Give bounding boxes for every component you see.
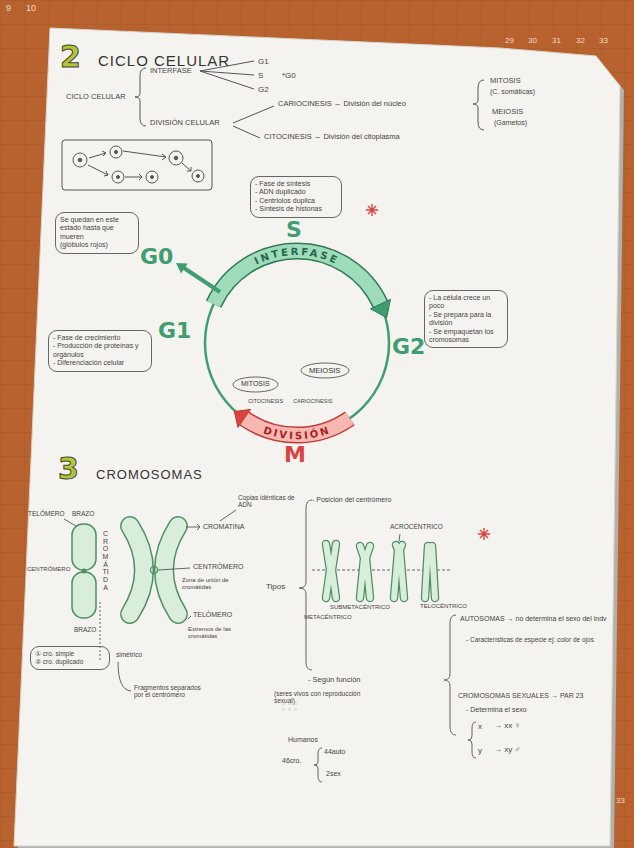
section-number: 3 (58, 454, 79, 484)
box-text: - Se empaquetan los cromosomas (429, 328, 503, 345)
box-text: ② cro. duplicado (35, 658, 105, 666)
note-label: - Según función (308, 676, 361, 685)
part-label: CENTRÓMERO (27, 566, 70, 573)
note-label: Fragmentos separados por el centrómero (134, 684, 212, 699)
note-label: Zona de unión de cromátidas (182, 577, 238, 591)
tree-note: (C. somáticas) (490, 88, 535, 96)
ruler-number: 33 (616, 796, 625, 805)
oval-label: MITOSIS (232, 376, 279, 393)
arc-label: CITOCINESIS (248, 398, 283, 404)
part-label: TELÓMERO (193, 611, 232, 619)
note-label: y (478, 746, 482, 755)
part-label: BRAZO (72, 510, 94, 517)
note-label: → xx ♀ (494, 721, 520, 730)
callout-box: - La célula crece un poco- Se prepara pa… (424, 290, 508, 348)
tree-label: MITOSIS (490, 77, 521, 86)
phase-label: G1 (258, 57, 269, 66)
box-text: - Síntesis de histonas (255, 205, 337, 213)
legend-box: ① cro. simple② cro. duplicado (30, 646, 110, 670)
ruler-number: 32 (576, 36, 585, 45)
note-label: → xy ♂ (494, 745, 520, 754)
phase-letter: G2 (392, 336, 425, 358)
note-label: (seres vivos con reproducción sexual) (274, 690, 362, 705)
phase-letter: G1 (158, 320, 191, 342)
phase-label: G2 (258, 85, 269, 94)
ruler-number: 10 (26, 3, 36, 13)
ruler-number: 9 (6, 3, 11, 13)
tree-label: MEIOSIS (492, 108, 523, 117)
box-text: - Diferenciación celular (53, 359, 147, 367)
note-label: 2sex (326, 770, 341, 778)
tree-label: CICLO CELULAR (66, 93, 126, 102)
group-label: Tipos (266, 582, 285, 591)
tree-label: DIVISIÓN CELULAR (150, 119, 220, 128)
phase-letter: M (284, 444, 306, 466)
note-label: - Determina el sexo (466, 706, 527, 714)
ruler-number: 33 (599, 36, 608, 45)
ruler-number: 31 (552, 36, 561, 45)
phase-letter: G0 (140, 246, 173, 268)
band-label: DIVISIÓN (262, 424, 331, 441)
box-text: MITOSIS (241, 380, 270, 388)
note-label: Extremos de las cromátidas (188, 626, 248, 640)
type-label: TELOCÉNTRICO (420, 603, 467, 610)
box-text: - Producción de proteínas y orgánulos (53, 342, 147, 359)
phase-letter: S (286, 219, 302, 241)
box-text: (glóbulos rojos) (60, 241, 134, 249)
note-label: x (478, 722, 482, 731)
callout-box: - Fase de síntesis- ADN duplicado- Centr… (250, 176, 342, 218)
tree-label: CARIOCINESIS → División del núcleo (278, 100, 406, 109)
part-label: BRAZO (74, 626, 96, 633)
note-label: - Características de especie ej: color d… (466, 636, 606, 643)
note-label: 46cro. (282, 757, 301, 765)
box-text: ① cro. simple (35, 650, 105, 658)
box-text: - Fase de síntesis (255, 180, 337, 188)
band-label: INTERFASE (252, 245, 341, 266)
box-text: - La célula crece un poco (429, 294, 503, 311)
note-label: Humanos (288, 736, 318, 744)
note-label: CROMOSOMAS SEXUALES → PAR 23 (458, 692, 618, 700)
section-title: CROMOSOMAS (96, 468, 203, 483)
tree-label: INTERFASE (150, 67, 192, 76)
arc-label: CARIOCINESIS (293, 398, 332, 404)
box-text: - Centriolos duplica (255, 197, 337, 205)
ruler-number: 29 (505, 36, 514, 45)
note-label: simétrico (116, 651, 142, 658)
note-label: 44auto (324, 748, 345, 756)
box-text: - Fase de crecimiento (53, 334, 147, 342)
box-text: Se quedan en este estado hasta que muere… (60, 216, 134, 241)
type-label: ACROCÉNTRICO (390, 523, 443, 530)
part-label: CROMATINA (203, 523, 244, 531)
callout-box: Se quedan en este estado hasta que muere… (55, 212, 139, 254)
note-label: - Posición del centrómero (312, 496, 392, 504)
box-text: - Se prepara para la división (429, 311, 503, 328)
callout-box: - Fase de crecimiento- Producción de pro… (48, 330, 152, 372)
phase-label: S (258, 71, 263, 80)
type-label: METACÉNTRICO (304, 614, 352, 621)
section-number: 2 (60, 42, 81, 72)
note-label: AUTOSOMAS → no determina el sexo del ind… (460, 615, 610, 623)
box-text: MEIOSIS (309, 366, 341, 375)
svg-text:DIVISIÓN: DIVISIÓN (262, 424, 331, 441)
ruler-number: 30 (528, 36, 537, 45)
tree-label: CITOCINESIS → División del citoplasma (264, 133, 400, 142)
oval-label: MEIOSIS (300, 362, 350, 379)
type-label: SUBMETACÉNTRICO (330, 604, 390, 611)
tree-note: (Gametos) (494, 119, 527, 127)
box-text: - ADN duplicado (255, 188, 337, 196)
part-label: CENTRÓMERO (193, 563, 244, 571)
vertical-label: CROMÁTIDA (102, 530, 109, 592)
svg-text:INTERFASE: INTERFASE (252, 245, 341, 266)
phase-label: *G0 (282, 71, 296, 80)
part-label: TELÓMERO (28, 510, 64, 517)
note-label: Copias idénticas de ADN (238, 494, 298, 509)
